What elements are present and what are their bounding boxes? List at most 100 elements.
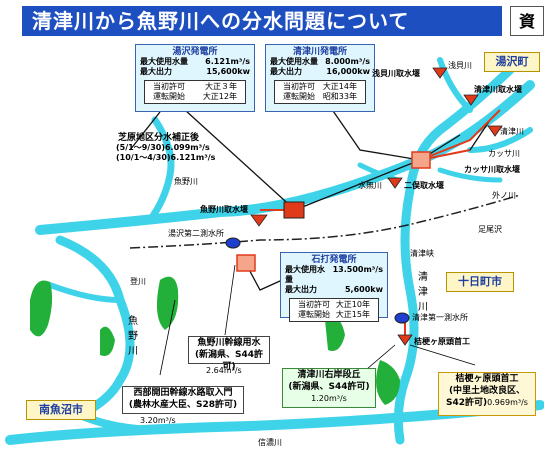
- kiyotsu-plant-info: 清津川発電所 最大使用水量 8.000m³/s 最大出力 16,000kw 当初許可…: [265, 44, 375, 112]
- futamata-intake-weir: [387, 177, 403, 189]
- tokamachi-city-label: 十日町市: [446, 272, 514, 292]
- kikyogahara-permit: S42許可): [446, 398, 488, 408]
- kiyotsu-right-bank-permit: (新潟県、S44許可): [288, 382, 370, 392]
- kiyotsu-no1-label: 清津第一測水所: [412, 313, 468, 322]
- permit-label: 当初許可: [153, 82, 185, 91]
- max-output-label: 最大出力: [270, 67, 302, 76]
- ashiwarazawa-label: 足尾沢: [478, 225, 502, 234]
- shinanogawa-label: 信濃川: [258, 438, 282, 447]
- tokigawa-river: [47, 282, 123, 303]
- start-label: 運転開始: [283, 92, 315, 101]
- kassagawa-river: [467, 127, 533, 153]
- max-water-value: 13.500m³/s: [332, 265, 383, 274]
- max-water-value: 6.121m³/s: [205, 57, 250, 66]
- max-output-label: 最大出力: [285, 285, 317, 294]
- max-water-label: 最大使用水量: [270, 57, 318, 66]
- permit-value: 大正３年: [205, 82, 237, 91]
- max-water-value: 8.000m³/s: [325, 57, 370, 66]
- uonogawa-intake-label: 魚野川取水堰: [200, 205, 248, 214]
- kiyotsu-intake-label: 清津川取水堰: [474, 85, 522, 94]
- asakaigawa-label: 浅貝川: [448, 61, 472, 70]
- start-label: 運転開始: [298, 310, 330, 319]
- page-title: 清津川から魚野川への分水問題について: [22, 6, 502, 36]
- uonogawa-top-label: 魚野川: [174, 177, 198, 186]
- shibahara-summer: (5/1～9/30)6.099m³/s: [116, 143, 210, 152]
- uonogawa-canal-permit: (新潟県、S44許可): [194, 350, 264, 372]
- kiyotsugawa-top-label: 清津川: [500, 127, 524, 136]
- ishiuchi-plant-marker: [236, 254, 256, 272]
- field-area: [156, 276, 179, 330]
- max-output-label: 最大出力: [140, 67, 172, 76]
- mizunashigawa-label: 水無川: [358, 181, 382, 190]
- field-area: [100, 326, 115, 356]
- yuzawa-plant-marker: [283, 201, 305, 219]
- tokigawa-label: 登川: [130, 277, 146, 286]
- uonogawa-left-label: 魚野川: [128, 316, 138, 357]
- kassa-intake-label: カッサ川取水堰: [464, 165, 520, 174]
- uonogawa-intake-weir: [250, 214, 268, 227]
- sotomatagawa-label: 外ノ川: [492, 191, 516, 200]
- kikyogahara-org: (中里土地改良区、: [448, 386, 526, 396]
- sotomatagawa-river: [437, 167, 503, 183]
- permit-value: 大正10年: [335, 300, 370, 309]
- seibu-canal-permit: (農林水産大臣、S28許可): [128, 400, 238, 410]
- asakaigawa-intake-label: 浅貝川取水堰: [372, 69, 420, 78]
- ishiuchi-plant-name: 石打発電所: [311, 255, 357, 265]
- uonogawa-canal-info: 魚野川幹線用水 (新潟県、S44許可): [188, 336, 270, 372]
- field-area: [30, 280, 53, 337]
- municipal-boundary: [129, 194, 521, 249]
- uonogawa-upper-west: [146, 116, 175, 224]
- field-area: [376, 360, 400, 405]
- yuzawa-plant-name: 湯沢発電所: [172, 47, 218, 57]
- kiyotsu-plant-marker: [411, 151, 431, 169]
- start-value: 大正12年: [202, 92, 237, 101]
- max-output-value: 16,000kw: [326, 67, 370, 76]
- kiyotsugawa-mid-label: 清津川: [418, 272, 428, 313]
- max-water-label: 最大使用水量: [140, 57, 188, 66]
- document-tab-label: 資: [510, 6, 544, 36]
- permit-label: 当初許可: [283, 82, 315, 91]
- kikyogahara-weir: [397, 334, 413, 346]
- minamiuonuma-city-label: 南魚沼市: [26, 400, 96, 420]
- permit-value: 大正14年: [322, 82, 357, 91]
- asakaigawa-intake-weir: [432, 67, 448, 79]
- start-label: 運転開始: [153, 92, 185, 101]
- kikyogahara-weir-label: 桔梗ヶ原頭首工: [414, 337, 470, 346]
- seibu-canal-name: 西部開田幹線水路取入門: [133, 388, 233, 398]
- kiyotsu-right-bank-name: 清津川右岸段丘: [297, 370, 361, 380]
- permit-label: 当初許可: [298, 300, 330, 309]
- kassagawa-label: カッサ川: [488, 149, 520, 158]
- kiyotsu-plant-name: 清津川発電所: [292, 47, 347, 57]
- max-output-value: 5,600kw: [344, 285, 383, 294]
- kiyotsukyo-label: 清津峡: [410, 249, 434, 258]
- start-value: 昭和33年: [322, 92, 357, 101]
- kikyogahara-flow: 0.969m³/s: [487, 398, 528, 407]
- seibu-canal-flow: 3.20m³/s: [140, 416, 176, 425]
- shibahara-winter: (10/1～4/30)6.121m³/s: [116, 153, 216, 162]
- kiyotsu-no1-station: [394, 312, 410, 324]
- start-value: 大正15年: [335, 310, 370, 319]
- ishiuchi-plant-info: 石打発電所 最大使用水量 13.500m³/s 最大出力 5,600kw 当初許可大…: [280, 252, 388, 322]
- shibahara-title: 芝原地区分水補正後: [118, 133, 200, 143]
- uonogawa-lower: [55, 235, 135, 420]
- uonogawa-river: [35, 80, 535, 235]
- field-area: [325, 317, 345, 351]
- kikyogahara-name: 桔梗ヶ原頭首工: [455, 374, 519, 384]
- asakaigawa-river: [437, 57, 473, 113]
- yuzawa-town-label: 湯沢町: [484, 52, 540, 72]
- uonogawa-canal-name: 魚野川幹線用水: [197, 338, 261, 348]
- seibu-canal-info: 西部開田幹線水路取入門 (農林水産大臣、S28許可): [122, 386, 244, 414]
- kassa-intake-weir: [487, 125, 503, 137]
- kiyotsu-right-bank-flow: 1.20m³/s: [311, 394, 347, 403]
- uonogawa-canal-flow: 2.64m³/s: [206, 366, 242, 375]
- futamata-intake-label: 二俣取水堰: [404, 181, 444, 190]
- max-output-value: 15,600kw: [206, 67, 250, 76]
- kiyotsugawa-river: [393, 55, 525, 445]
- max-water-label: 最大使用水量: [285, 265, 325, 284]
- kikyogahara-info: 桔梗ヶ原頭首工 (中里土地改良区、 S42許可)0.969m³/s: [438, 372, 536, 416]
- kiyotsu-right-bank-info: 清津川右岸段丘 (新潟県、S44許可) 1.20m³/s: [282, 368, 376, 408]
- yuzawa-no2-station: [225, 237, 241, 249]
- kiyotsu-intake-weir: [463, 94, 479, 106]
